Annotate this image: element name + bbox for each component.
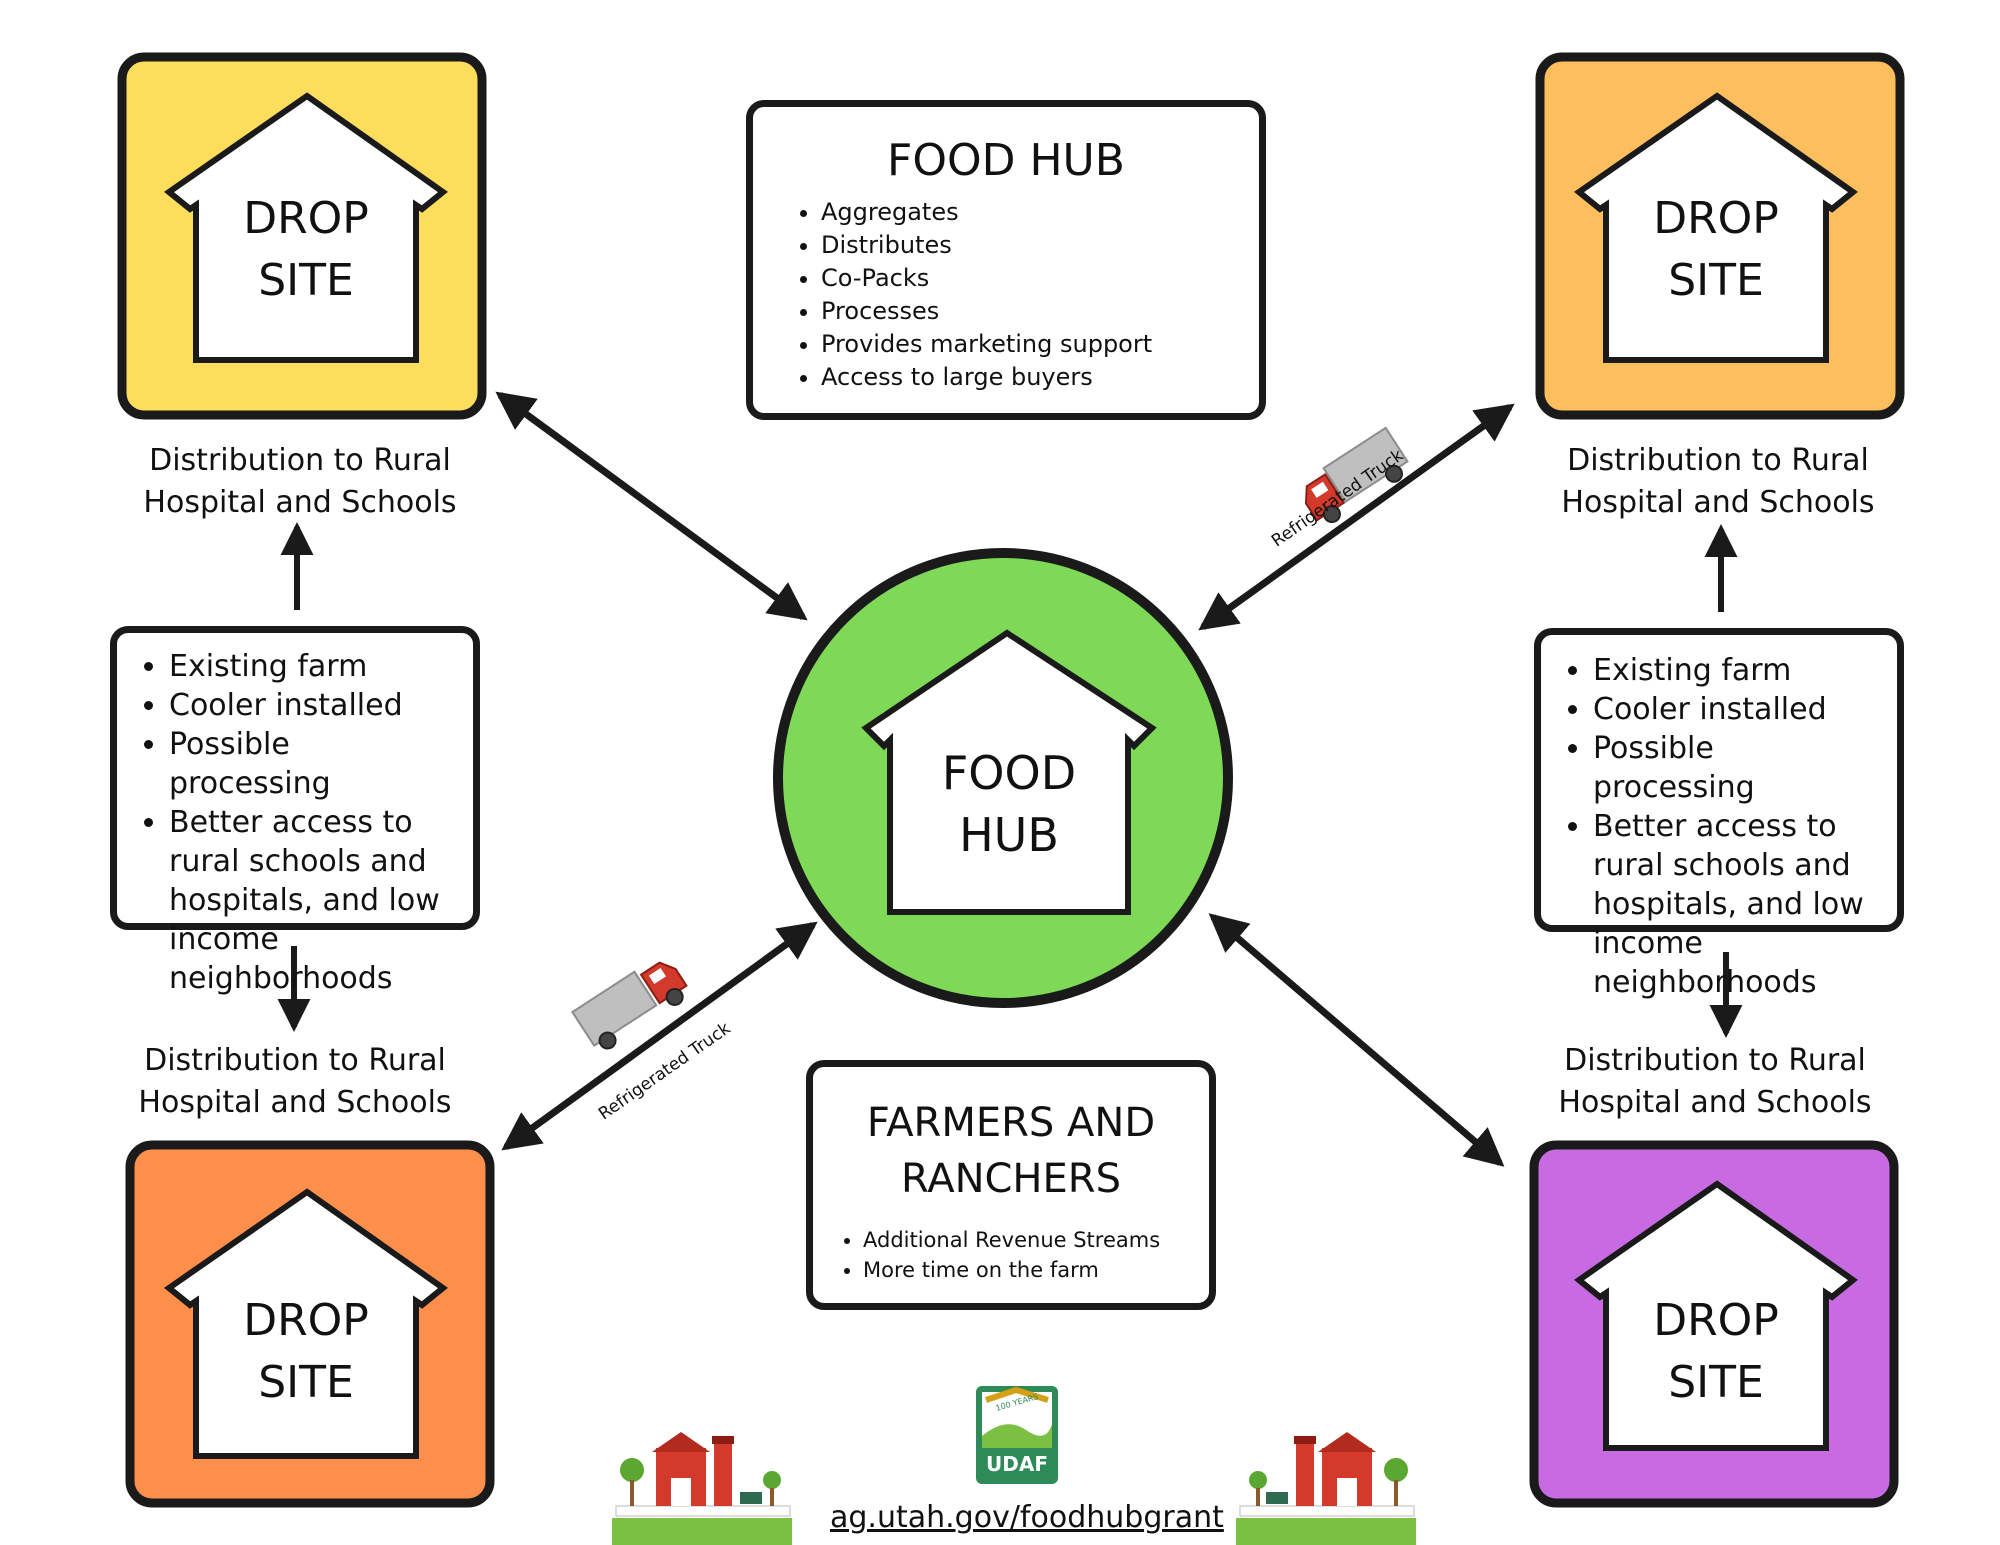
distribution-label-bottomright: Distribution to Rural Hospital and Schoo… xyxy=(1545,1040,1885,1124)
distribution-label-topright: Distribution to Rural Hospital and Schoo… xyxy=(1548,440,1888,524)
farmers-ranchers-box: FARMERS AND RANCHERS Additional Revenue … xyxy=(806,1060,1216,1310)
drop-site-line2: SITE xyxy=(258,255,354,306)
list-item: Cooler installed xyxy=(1593,690,1885,729)
drop-site-line2: SITE xyxy=(1668,255,1764,306)
footer-url-link[interactable]: ag.utah.gov/foodhubgrant xyxy=(830,1500,1224,1535)
distribution-line1: Distribution to Rural xyxy=(144,1043,446,1078)
distribution-line2: Hospital and Schools xyxy=(143,485,457,520)
farm-illustration xyxy=(612,1432,792,1545)
list-item: Access to large buyers xyxy=(821,361,1239,394)
list-item: Distributes xyxy=(821,229,1239,262)
drop-site-1-label: DROP SITE xyxy=(196,188,416,312)
food-hub-list: Aggregates Distributes Co-Packs Processe… xyxy=(773,196,1239,394)
house-icon xyxy=(1574,92,1858,363)
distribution-line1: Distribution to Rural xyxy=(149,443,451,478)
farm-info-list: Existing farm Cooler installed Possible … xyxy=(1541,651,1885,1002)
arrow-hub-topright xyxy=(1198,403,1515,631)
center-hub-line2: HUB xyxy=(959,808,1059,862)
drop-site-4-label: DROP SITE xyxy=(1606,1290,1826,1414)
house-icon xyxy=(1574,1180,1858,1451)
drop-site-line1: DROP xyxy=(243,1295,369,1346)
distribution-label-bottomleft: Distribution to Rural Hospital and Schoo… xyxy=(125,1040,465,1124)
distribution-line1: Distribution to Rural xyxy=(1564,1043,1866,1078)
list-item: Co-Packs xyxy=(821,262,1239,295)
drop-site-3-label: DROP SITE xyxy=(196,1290,416,1414)
distribution-line2: Hospital and Schools xyxy=(138,1085,452,1120)
udaf-logo xyxy=(976,1386,1058,1484)
farmers-title-line2: RANCHERS xyxy=(901,1156,1121,1202)
house-icon xyxy=(164,1188,448,1459)
food-hub-box: FOOD HUB Aggregates Distributes Co-Packs… xyxy=(746,100,1266,420)
list-item: Possible processing xyxy=(169,725,461,803)
list-item: Existing farm xyxy=(169,647,461,686)
drop-site-line1: DROP xyxy=(243,193,369,244)
arrow-hub-topleft xyxy=(495,391,808,621)
drop-site-line1: DROP xyxy=(1653,1295,1779,1346)
farmers-list: Additional Revenue Streams More time on … xyxy=(823,1225,1199,1285)
truck-icon xyxy=(571,961,688,1050)
list-item: Cooler installed xyxy=(169,686,461,725)
arrow-hub-bottomright xyxy=(1208,913,1505,1167)
udaf-logo-text: UDAF xyxy=(986,1452,1048,1476)
farmers-title-line1: FARMERS AND xyxy=(866,1100,1156,1146)
list-item: Better access to rural schools and hospi… xyxy=(169,803,461,998)
list-item: Provides marketing support xyxy=(821,328,1239,361)
distribution-line2: Hospital and Schools xyxy=(1558,1085,1872,1120)
list-item: Processes xyxy=(821,295,1239,328)
farm-info-box-right: Existing farm Cooler installed Possible … xyxy=(1534,628,1904,1000)
farm-info-box-left: Existing farm Cooler installed Possible … xyxy=(110,626,480,996)
food-hub-box-title: FOOD HUB xyxy=(887,135,1125,186)
center-hub-line1: FOOD xyxy=(941,746,1077,800)
list-item: Better access to rural schools and hospi… xyxy=(1593,807,1885,1002)
list-item: More time on the farm xyxy=(863,1255,1199,1285)
distribution-label-topleft: Distribution to Rural Hospital and Schoo… xyxy=(130,440,470,524)
list-item: Additional Revenue Streams xyxy=(863,1225,1199,1255)
list-item: Existing farm xyxy=(1593,651,1885,690)
truck-icon xyxy=(1304,426,1409,524)
drop-site-2-label: DROP SITE xyxy=(1606,188,1826,312)
distribution-line2: Hospital and Schools xyxy=(1561,485,1875,520)
distribution-line1: Distribution to Rural xyxy=(1567,443,1869,478)
center-hub-label: FOOD HUB xyxy=(890,742,1128,866)
arrow-hub-bottomleft xyxy=(501,921,818,1151)
farm-info-list: Existing farm Cooler installed Possible … xyxy=(117,647,461,998)
drop-site-line1: DROP xyxy=(1653,193,1779,244)
list-item: Possible processing xyxy=(1593,729,1885,807)
drop-site-line2: SITE xyxy=(258,1357,354,1408)
house-icon xyxy=(164,92,448,363)
house-icon xyxy=(861,629,1157,915)
drop-site-line2: SITE xyxy=(1668,1357,1764,1408)
list-item: Aggregates xyxy=(821,196,1239,229)
farm-illustration xyxy=(1236,1432,1416,1545)
